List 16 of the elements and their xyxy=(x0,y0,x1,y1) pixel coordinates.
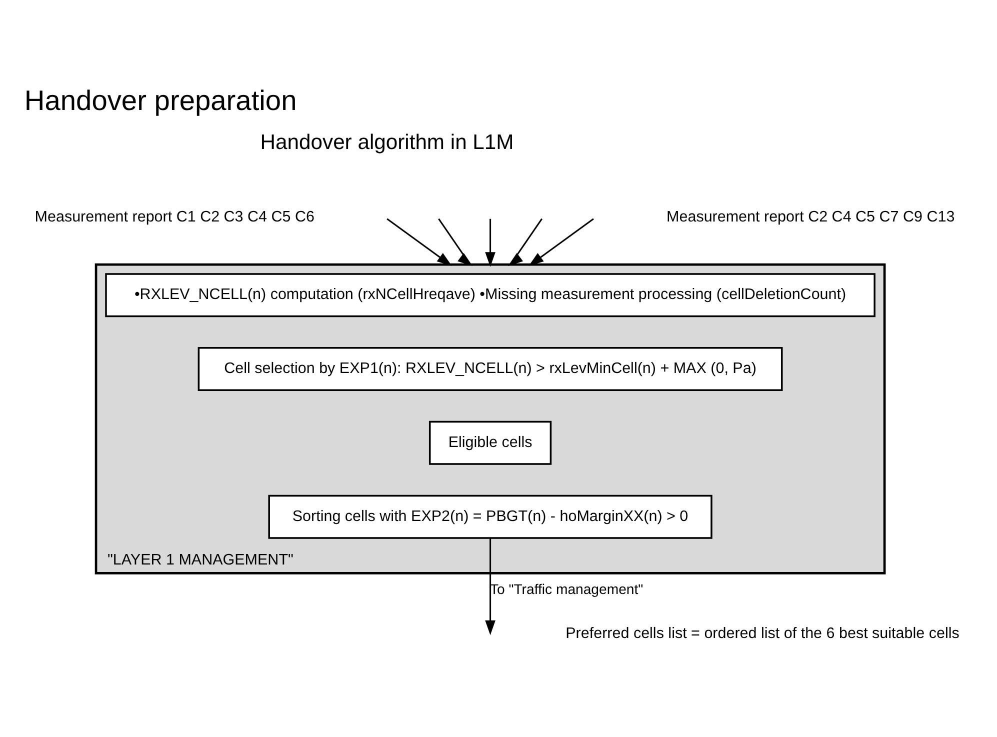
node-box: •RXLEV_NCELL(n) computation (rxNCellHreqave) •Missing measurement processing (cellDeletionCount) xyxy=(105,272,876,317)
label: Preferred cells list = ordered list of the 6 best suitable cells xyxy=(566,624,960,642)
node-box: Eligible cells xyxy=(428,420,552,464)
node-box: Cell selection by EXP1(n): RXLEV_NCELL(n) > rxLevMinCell(n) + MAX (0, Pa) xyxy=(198,346,783,390)
edge-label: To "Traffic management" xyxy=(490,580,644,596)
label: Measurement report C2 C4 C5 C7 C9 C13 xyxy=(666,208,955,226)
label: Handover algorithm in L1M xyxy=(260,130,514,154)
arrow xyxy=(528,218,594,266)
arrow xyxy=(386,218,452,266)
arrow xyxy=(485,218,496,266)
arrow xyxy=(508,218,542,266)
node-box: Sorting cells with EXP2(n) = PBGT(n) - hoMarginXX(n) > 0 xyxy=(268,494,712,538)
label: Measurement report C1 C2 C3 C4 C5 C6 xyxy=(34,208,314,226)
arrow xyxy=(438,218,473,266)
diagram-title: Handover preparation xyxy=(24,84,297,116)
arrow xyxy=(485,538,496,635)
